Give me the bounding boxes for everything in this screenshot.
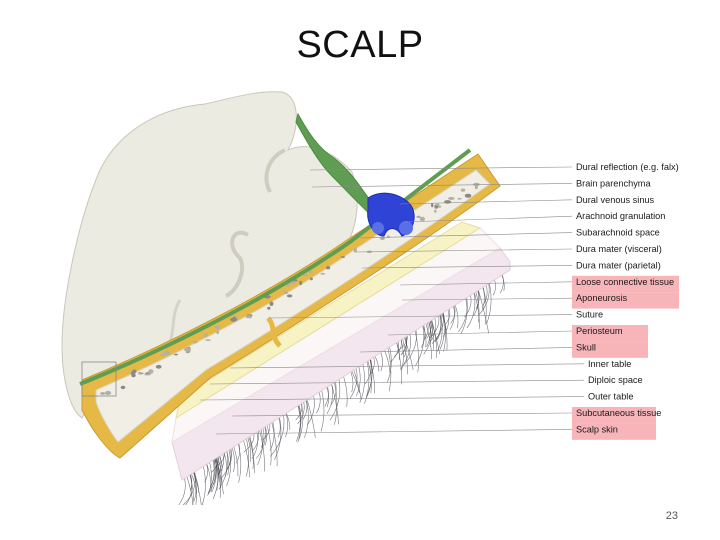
highlight-skull bbox=[572, 341, 648, 358]
label-subcutaneous-tissue: Subcutaneous tissue bbox=[576, 408, 661, 418]
diploe-speckle bbox=[448, 196, 455, 200]
arachnoid-granulation-shape bbox=[372, 222, 384, 234]
leader-scalp-skin bbox=[215, 429, 573, 435]
leader-loose-connective-tissue bbox=[399, 281, 573, 286]
diploe-speckle bbox=[326, 266, 331, 270]
diploe-speckle bbox=[353, 247, 357, 253]
diploe-speckle bbox=[474, 185, 478, 190]
highlight-subcutaneous-tissue bbox=[572, 407, 656, 424]
diploe-speckle bbox=[435, 203, 440, 206]
diploe-speckle bbox=[283, 290, 287, 295]
leader-aponeurosis bbox=[401, 297, 573, 301]
diploe-speckle bbox=[155, 364, 162, 369]
diploe-speckle bbox=[438, 205, 442, 208]
label-inner-table: Inner table bbox=[588, 359, 631, 369]
label-skull: Skull bbox=[576, 342, 596, 352]
diploe-speckle bbox=[269, 301, 274, 307]
label-dura-mater-parietal: Dura mater (parietal) bbox=[576, 260, 661, 270]
leader-diploic-space bbox=[209, 379, 585, 385]
label-aponeurosis: Aponeurosis bbox=[576, 293, 627, 303]
periosteum-shape bbox=[175, 221, 482, 420]
diploe-speckle bbox=[379, 236, 385, 241]
leader-subarachnoid-space bbox=[359, 232, 573, 239]
suture-shape bbox=[266, 316, 282, 348]
diploe-speckle bbox=[148, 369, 154, 374]
inset-box bbox=[81, 361, 117, 397]
page-number: 23 bbox=[665, 510, 678, 522]
leader-suture bbox=[269, 314, 573, 319]
label-list: Dural reflection (e.g. falx) Brain parenc… bbox=[576, 162, 679, 434]
diploe-speckle bbox=[120, 385, 126, 390]
leader-brain-parenchyma bbox=[311, 183, 573, 188]
leader-dura-mater-parietal bbox=[361, 265, 573, 269]
diploe-speckle bbox=[431, 203, 434, 208]
highlight-periosteum bbox=[572, 325, 648, 342]
label-brain-parenchyma: Brain parenchyma bbox=[576, 178, 651, 188]
leader-periosteum bbox=[387, 330, 573, 336]
diploe-speckle bbox=[457, 197, 462, 200]
diploe-speckle bbox=[308, 270, 313, 274]
leader-inner-table bbox=[229, 363, 585, 369]
label-periosteum: Periosteum bbox=[576, 326, 623, 336]
diploe-speckle bbox=[204, 333, 208, 338]
diploe-speckle bbox=[267, 306, 271, 310]
diploe-speckle bbox=[419, 216, 425, 222]
leader-skull bbox=[359, 347, 573, 353]
diploe-speckle bbox=[416, 215, 421, 219]
diploe-speckle bbox=[192, 340, 198, 344]
diploe-speckle bbox=[131, 373, 136, 378]
leader-subcutaneous-tissue bbox=[231, 412, 573, 417]
highlight-loose-connective-tissue bbox=[572, 275, 679, 293]
label-scalp-skin: Scalp skin bbox=[576, 424, 618, 434]
diploe-speckle bbox=[286, 294, 293, 298]
label-subarachnoid-space: Subarachnoid space bbox=[576, 228, 660, 238]
label-dura-mater-visceral: Dura mater (visceral) bbox=[576, 244, 662, 254]
diploe-speckle bbox=[340, 256, 345, 258]
diploe-speckle bbox=[216, 330, 220, 335]
leader-outer-table bbox=[199, 396, 585, 401]
brain-sulcus bbox=[264, 148, 286, 193]
diploe-speckle bbox=[230, 317, 238, 322]
diploe-speckle bbox=[320, 272, 326, 275]
diploe-speckle bbox=[100, 392, 106, 395]
dura-mater-shape bbox=[79, 148, 472, 386]
diploe-speckles bbox=[100, 182, 480, 396]
diploe-speckle bbox=[303, 274, 308, 277]
diploe-speckle bbox=[159, 353, 166, 356]
leader-lines bbox=[199, 166, 585, 435]
leader-dural-reflection bbox=[309, 166, 573, 171]
leader-dural-venous-sinus bbox=[399, 199, 573, 205]
diploe-speckle bbox=[163, 350, 171, 356]
label-outer-table: Outer table bbox=[588, 392, 633, 402]
highlight-scalp-skin bbox=[572, 423, 656, 440]
diploe-speckle bbox=[138, 371, 142, 375]
diploe-speckle bbox=[214, 325, 220, 329]
brain-sulcus bbox=[224, 230, 249, 298]
label-diploic-space: Diploic space bbox=[588, 375, 643, 385]
leader-dura-mater-visceral bbox=[355, 248, 573, 253]
label-dural-reflection: Dural reflection (e.g. falx) bbox=[576, 162, 679, 172]
diploe-speckle bbox=[464, 193, 472, 198]
label-dural-venous-sinus: Dural venous sinus bbox=[576, 195, 655, 205]
diploe-speckle bbox=[299, 280, 303, 286]
label-suture: Suture bbox=[576, 310, 603, 320]
diploe-speckle bbox=[184, 347, 191, 352]
diploe-speckle bbox=[174, 353, 178, 356]
diploe-speckle bbox=[473, 182, 480, 187]
diploe-speckle bbox=[104, 390, 112, 396]
label-loose-connective-tissue: Loose connective tissue bbox=[576, 277, 674, 287]
label-arachnoid-granulation: Arachnoid granulation bbox=[576, 211, 665, 221]
diploic-space-shape bbox=[95, 169, 491, 443]
leader-arachnoid-granulation bbox=[403, 215, 573, 223]
diploe-speckle bbox=[434, 209, 437, 213]
label-highlights bbox=[572, 275, 679, 440]
diploe-speckle bbox=[460, 188, 466, 192]
diploe-speckle bbox=[205, 339, 211, 341]
arachnoid-granulation-shape bbox=[399, 221, 413, 235]
diploe-speckle bbox=[248, 315, 252, 319]
highlight-aponeurosis bbox=[572, 292, 679, 309]
slide-title: SCALP bbox=[296, 24, 424, 66]
diploe-speckle bbox=[309, 277, 313, 281]
